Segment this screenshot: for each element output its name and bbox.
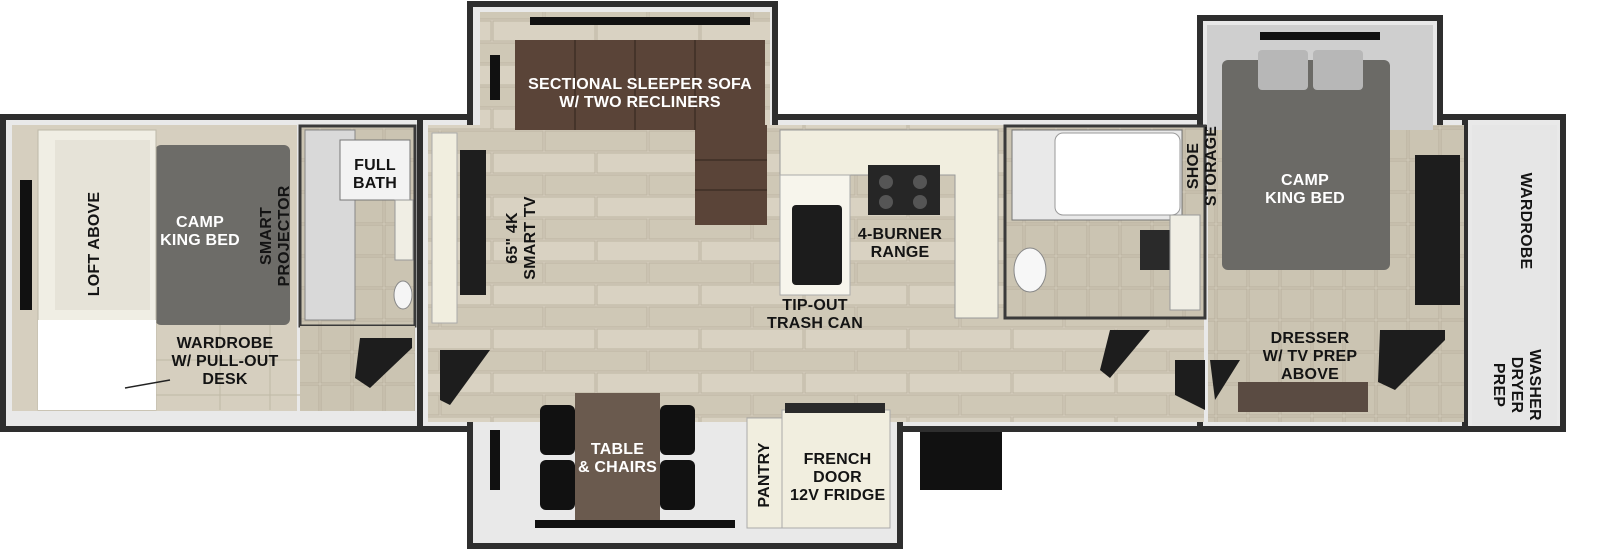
sectional-sofa <box>515 40 765 130</box>
table-label: TABLE& CHAIRS <box>578 441 657 476</box>
loft-above-label: LOFT ABOVE <box>86 191 103 297</box>
table <box>575 393 660 526</box>
pantry-label: PANTRY <box>756 442 773 508</box>
rear-bed <box>1222 60 1390 270</box>
rear-wardrobe-label: WARDROBE <box>1517 172 1534 270</box>
sink <box>792 205 842 285</box>
